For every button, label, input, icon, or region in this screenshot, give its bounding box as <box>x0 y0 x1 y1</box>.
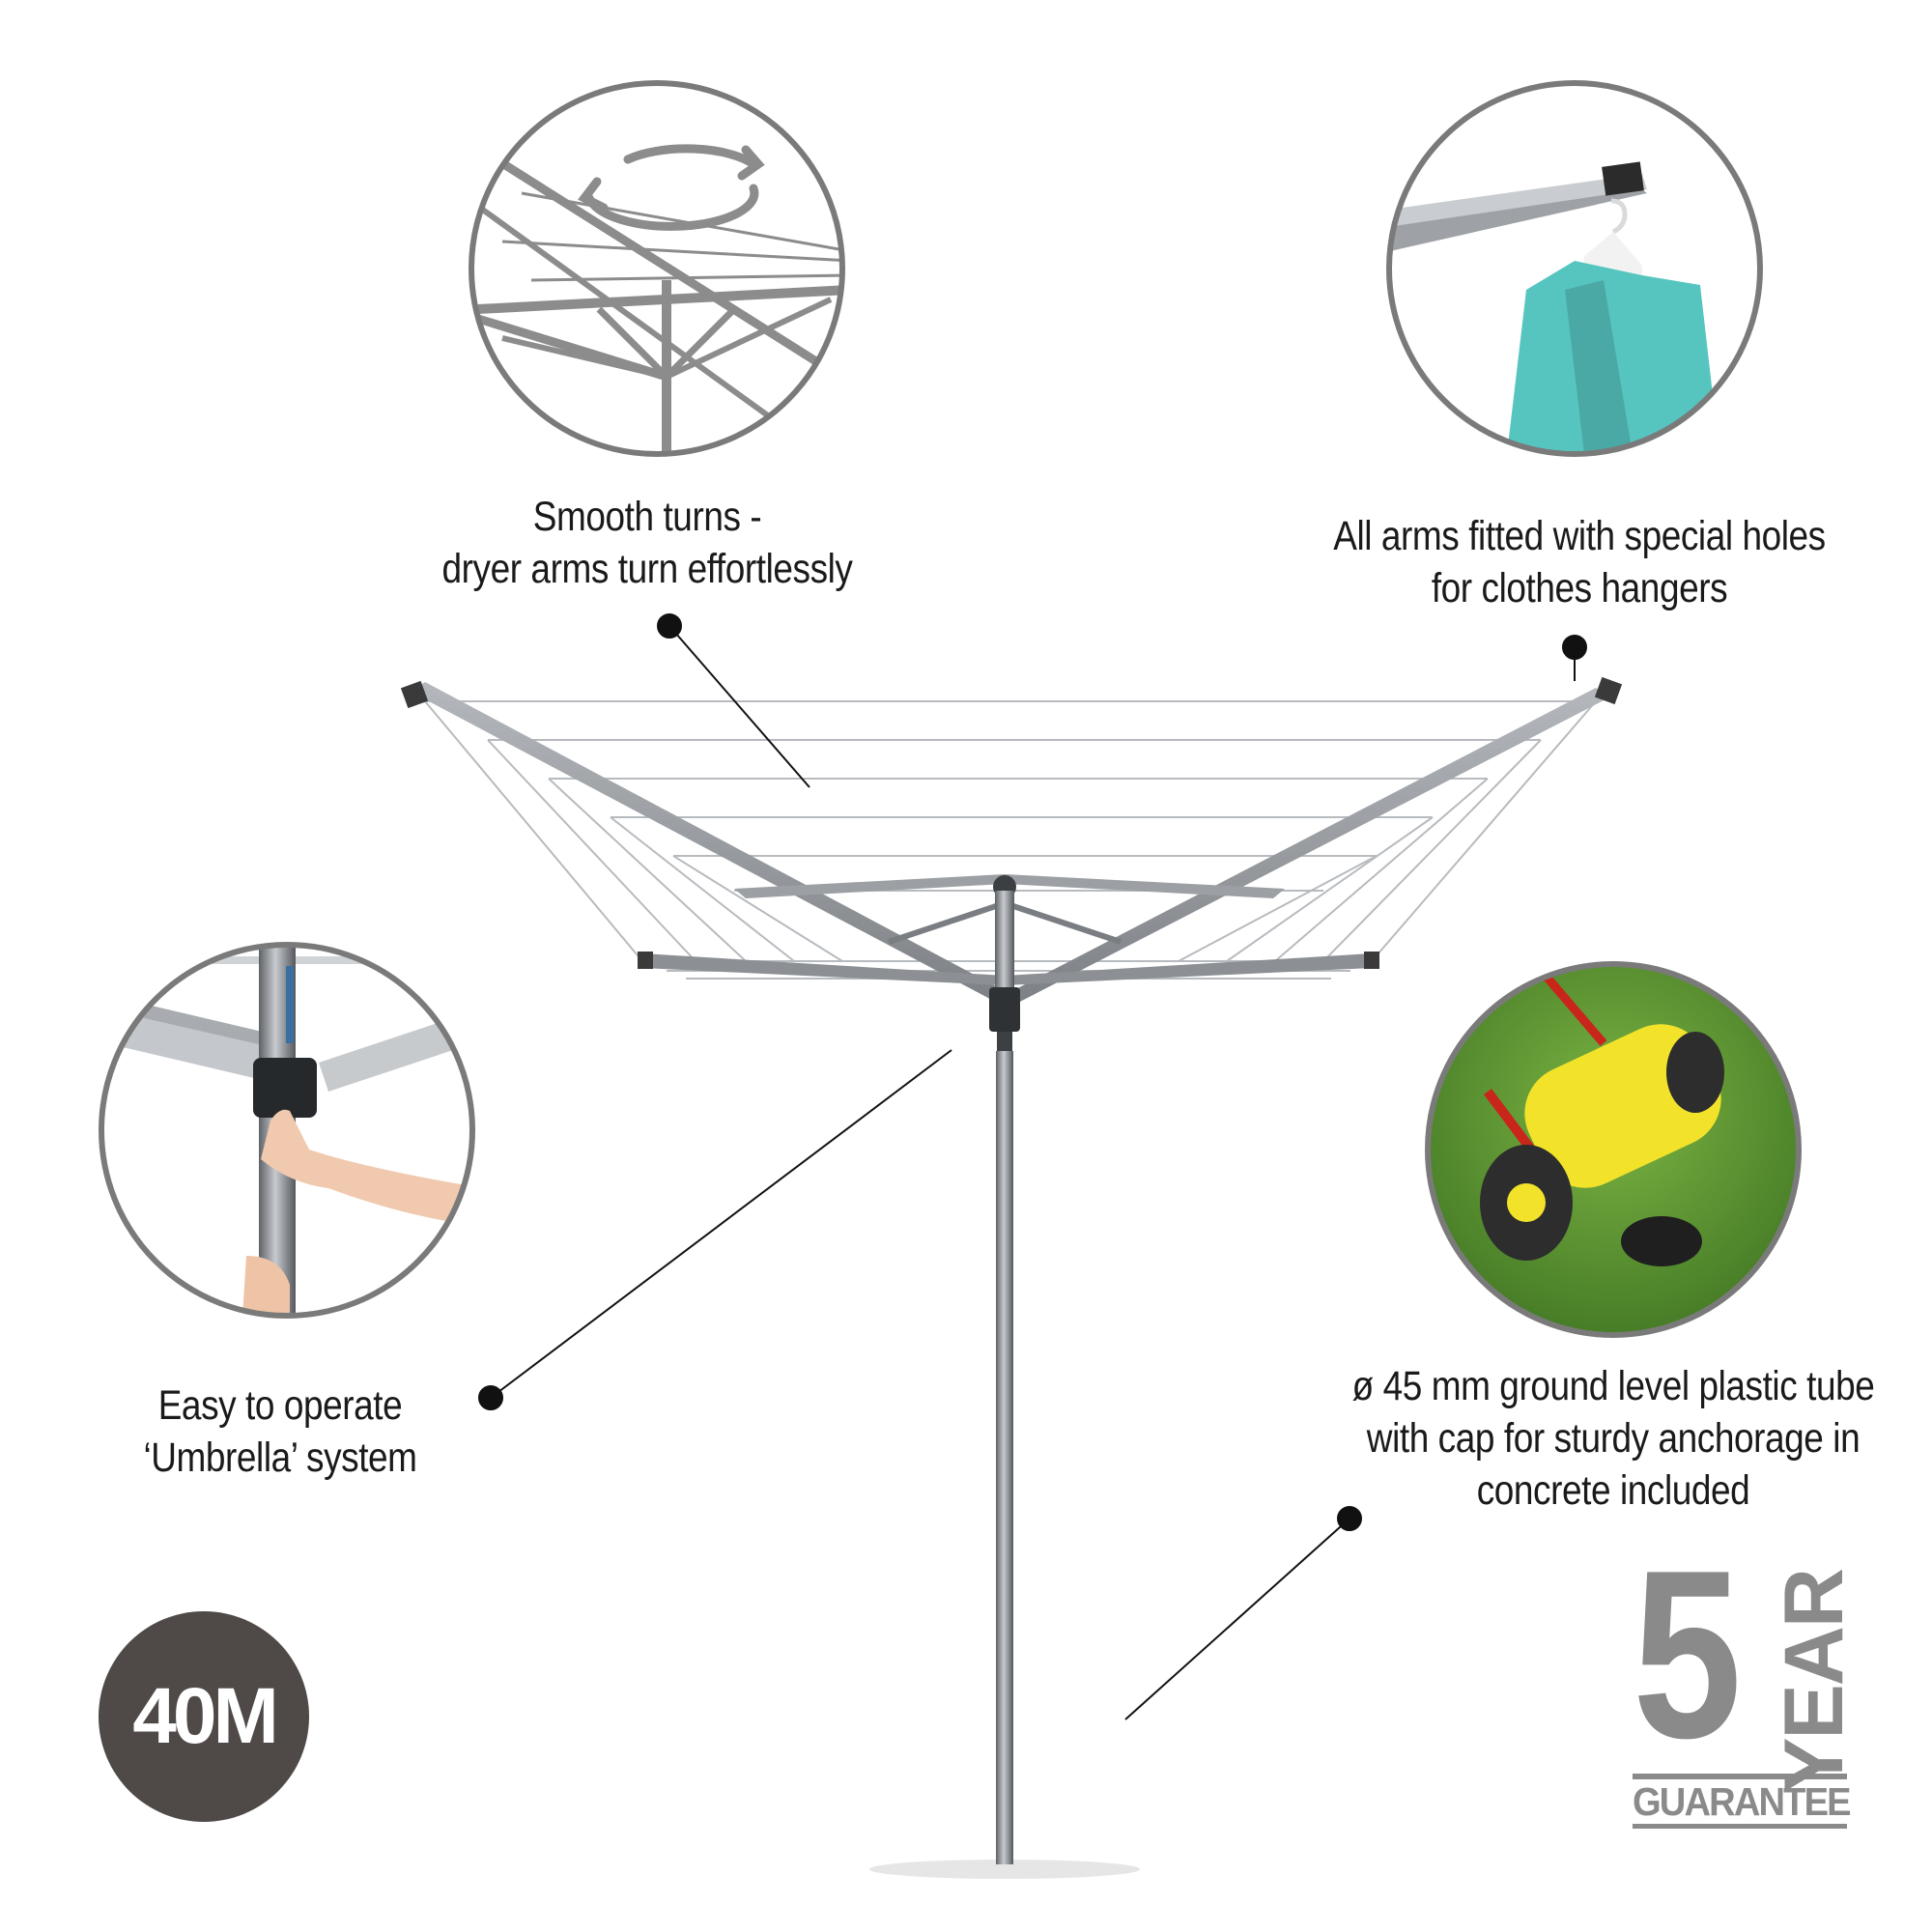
line-length-label: 40M <box>132 1672 279 1760</box>
callout-dot-tube <box>1337 1506 1362 1531</box>
callout-tube-line3: concrete included <box>1476 1467 1750 1514</box>
guarantee-year: YEAR <box>1768 1570 1861 1793</box>
callout-tube-line1: ø 45 mm ground level plastic tube <box>1351 1363 1875 1409</box>
guarantee-number: 5 <box>1633 1520 1743 1788</box>
callout-dot-smooth <box>657 613 682 639</box>
dryer-pole <box>989 875 1020 1864</box>
callout-umbrella-line2: ‘Umbrella’ system <box>143 1435 417 1481</box>
feature-circle-rotation <box>469 80 845 457</box>
guarantee-logo: 5 YEAR GUARANTEE <box>1633 1534 1864 1835</box>
feature-circle-ground-tube <box>1425 961 1802 1338</box>
callout-dot-umbrella <box>478 1385 503 1410</box>
feature-circle-umbrella <box>99 942 475 1319</box>
rotary-dryer-illustration <box>400 676 1623 1879</box>
callout-hangers-line1: All arms fitted with special holes <box>1333 513 1826 559</box>
callout-hangers: All arms fitted with special holes for c… <box>1293 510 1865 614</box>
ground-shadow <box>869 1860 1140 1879</box>
callout-smooth-line2: dryer arms turn effortlessly <box>441 546 853 592</box>
line-length-badge: 40M <box>99 1611 309 1822</box>
washing-lines <box>424 700 1597 980</box>
guarantee-rule-bottom <box>1633 1824 1847 1829</box>
callout-hangers-line2: for clothes hangers <box>1431 565 1728 611</box>
guarantee-rule-top <box>1633 1774 1847 1779</box>
callout-smooth-line1: Smooth turns - <box>532 494 762 540</box>
feature-circle-hanger <box>1386 80 1763 457</box>
dryer-arms <box>400 676 1623 1005</box>
callout-smooth-turns: Smooth turns - dryer arms turn effortles… <box>382 491 913 595</box>
rotation-arrows-icon <box>578 144 765 231</box>
callout-dot-hangers <box>1562 635 1587 660</box>
callout-ground-tube: ø 45 mm ground level plastic tube with c… <box>1297 1360 1929 1517</box>
callout-markers <box>478 613 1587 1720</box>
callout-umbrella-line1: Easy to operate <box>157 1382 403 1429</box>
guarantee-word: GUARANTEE <box>1633 1779 1852 1824</box>
callout-umbrella: Easy to operate ‘Umbrella’ system <box>123 1379 439 1484</box>
callout-tube-line2: with cap for sturdy anchorage in <box>1366 1415 1861 1462</box>
